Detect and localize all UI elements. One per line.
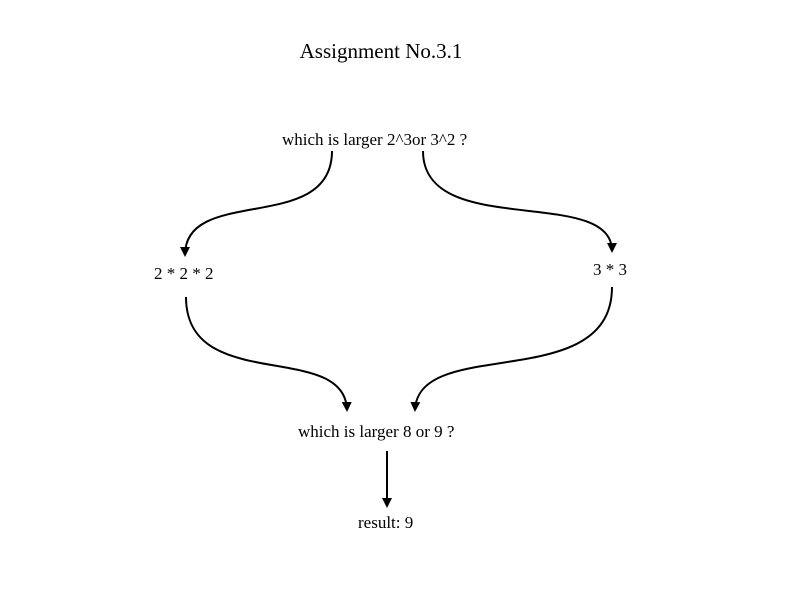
arrow-question-to-left <box>180 150 333 257</box>
arrow-question-to-right <box>422 150 617 253</box>
node-question-2: which is larger 8 or 9 ? <box>298 422 455 441</box>
diagram-title: Assignment No.3.1 <box>299 39 463 63</box>
node-result: result: 9 <box>358 513 414 532</box>
node-left-expression: 2 * 2 * 2 <box>154 264 214 283</box>
node-right-expression: 3 * 3 <box>593 260 627 279</box>
arrow-right-to-question-2 <box>410 286 613 412</box>
arrow-left-to-question-2 <box>185 296 352 412</box>
node-question-1: which is larger 2^3or 3^2 ? <box>282 130 468 149</box>
